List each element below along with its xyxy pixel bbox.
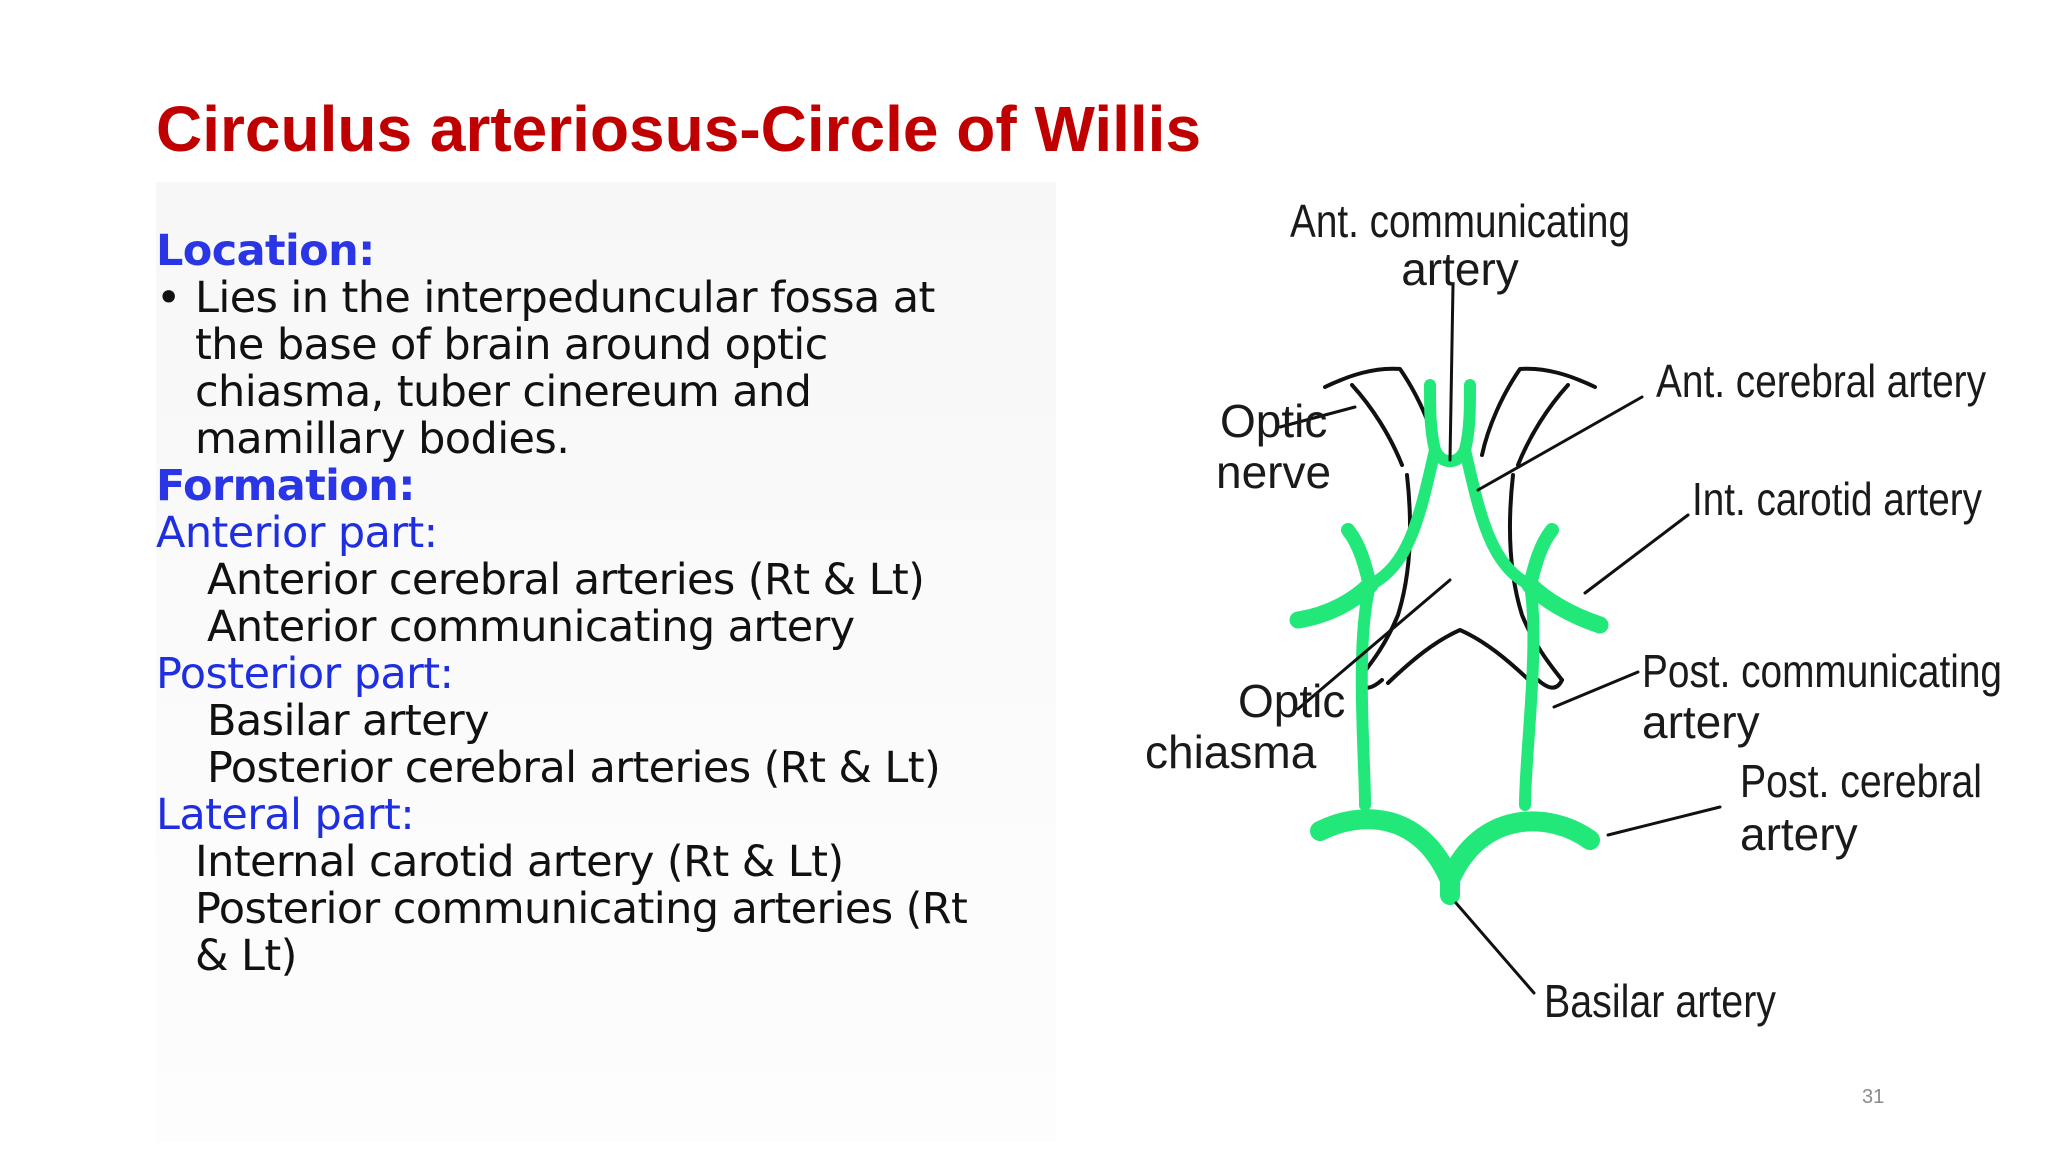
diagram-labels: Ant. communicating artery Ant. cerebral …	[1145, 195, 2002, 1027]
posterior-part-heading: Posterior part:	[156, 649, 454, 699]
slide-body: Location: • Lies in the interpeduncular …	[156, 228, 1056, 980]
leader-basilar	[1454, 901, 1536, 995]
label-post-comm-line2: artery	[1642, 696, 1760, 748]
left-carotid-branch	[1341, 523, 1377, 592]
leader-optic-nerve	[1278, 405, 1357, 429]
label-optic-nerve-line1: Optic	[1220, 395, 1327, 447]
right-optic-nerve-outline	[1480, 366, 1597, 457]
left-chiasma-outline	[1356, 473, 1412, 682]
left-posterior-cerebral-artery	[1310, 809, 1460, 890]
formation-heading: Formation:	[156, 461, 415, 511]
left-anterior-cerebral-to-carotid	[1364, 444, 1441, 591]
label-ant-cerebral: Ant. cerebral artery	[1656, 355, 1986, 407]
leader-post-cerebral	[1606, 805, 1722, 837]
bullet-icon: •	[156, 273, 181, 323]
label-basilar: Basilar artery	[1544, 975, 1776, 1027]
location-heading: Location:	[156, 226, 375, 276]
leader-post-comm	[1552, 670, 1640, 709]
right-anterior-cerebral-to-carotid	[1459, 444, 1536, 591]
lateral-item: Internal carotid artery (Rt & Lt)	[195, 837, 844, 887]
leader-ant-cerebral	[1476, 395, 1644, 492]
leader-ant-comm	[1448, 283, 1455, 462]
anterior-part-heading: Anterior part:	[156, 508, 438, 558]
label-optic-nerve-line2: nerve	[1216, 446, 1331, 498]
leader-lines	[1278, 283, 1722, 995]
label-post-comm-line1: Post. communicating	[1642, 645, 2002, 697]
label-ant-comm-line1: Ant. communicating	[1290, 195, 1630, 247]
label-int-carotid: Int. carotid artery	[1692, 473, 1982, 525]
label-optic-chiasma-line1: Optic	[1238, 675, 1345, 727]
location-bullet-item: • Lies in the interpeduncular fossa at	[156, 275, 1056, 322]
location-line: the base of brain around optic	[195, 320, 828, 370]
label-post-cerebral-line2: artery	[1740, 808, 1858, 860]
lateral-item: Posterior communicating arteries (Rt	[195, 884, 968, 934]
location-line: Lies in the interpeduncular fossa at	[195, 273, 935, 323]
right-chiasma-outline	[1508, 473, 1564, 682]
page-number: 31	[1862, 1086, 1885, 1108]
right-carotid-branch	[1523, 523, 1559, 592]
arterial-circle	[1289, 379, 1609, 905]
right-anterior-cerebral-artery	[1459, 379, 1476, 456]
posterior-item: Posterior cerebral arteries (Rt & Lt)	[207, 743, 941, 793]
leader-int-carotid	[1583, 513, 1690, 595]
right-optic-nerve-inner-outline	[1516, 383, 1570, 467]
anterior-item: Anterior cerebral arteries (Rt & Lt)	[207, 555, 925, 605]
right-posterior-cerebral-artery	[1440, 811, 1600, 890]
lateral-part-heading: Lateral part:	[156, 790, 415, 840]
left-anterior-cerebral-artery	[1424, 379, 1441, 456]
right-posterior-communicating-artery	[1519, 579, 1540, 811]
slide-title: Circulus arteriosus-Circle of Willis	[156, 93, 1202, 165]
label-optic-chiasma-line2: chiasma	[1145, 726, 1317, 778]
left-posterior-communicating-artery	[1355, 579, 1376, 811]
anterior-item: Anterior communicating artery	[207, 602, 855, 652]
posterior-item: Basilar artery	[207, 696, 490, 746]
right-optic-tract-stub	[1536, 678, 1564, 690]
label-post-cerebral-line1: Post. cerebral	[1740, 755, 1982, 807]
label-ant-comm-line2: artery	[1401, 243, 1519, 295]
left-optic-nerve-inner-outline	[1350, 383, 1404, 467]
lateral-item: & Lt)	[195, 931, 297, 981]
chiasma-notch-outline	[1386, 628, 1534, 685]
location-line: chiasma, tuber cinereum and	[195, 367, 812, 417]
text-panel-background	[156, 182, 1056, 1142]
location-line: mamillary bodies.	[195, 414, 570, 464]
circle-of-willis-diagram: Ant. communicating artery Ant. cerebral …	[1145, 195, 2002, 1027]
leader-optic-chiasma	[1296, 578, 1452, 711]
